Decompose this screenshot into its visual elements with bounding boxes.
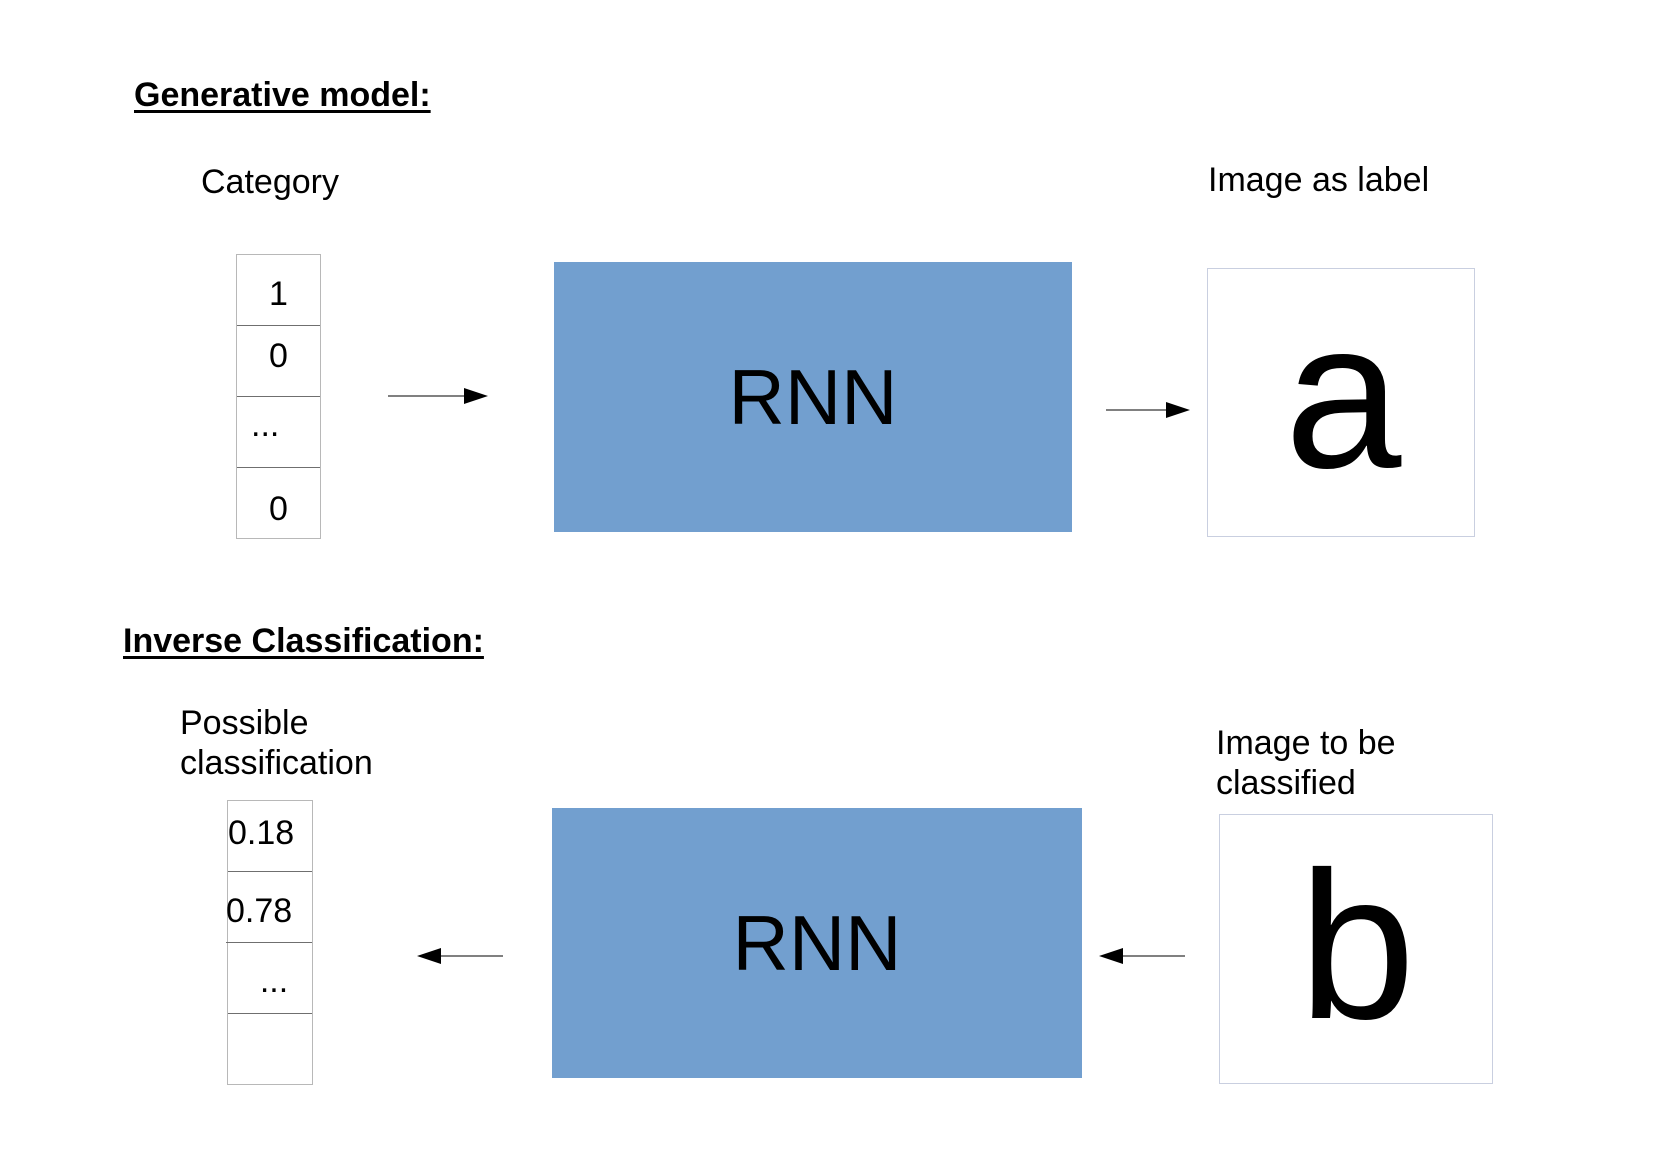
possible-classification-label: Possible classification — [180, 703, 373, 783]
vector-cell — [228, 1014, 312, 1085]
vector-cell: 0.18 — [228, 801, 312, 872]
caption-line: classification — [180, 744, 373, 782]
rnn-block-inverse: RNN — [552, 808, 1082, 1078]
rnn-label: RNN — [728, 352, 898, 441]
vector-cell: ... — [237, 397, 320, 468]
vector-cell: 0.78 — [226, 872, 312, 943]
category-vector: 1 0 ... 0 — [236, 254, 321, 539]
classification-vector: 0.18 0.78 ... — [226, 800, 313, 1085]
inverse-heading: Inverse Classification: — [123, 622, 484, 660]
rnn-block-generative: RNN — [554, 262, 1072, 532]
arrow-right-icon — [1106, 402, 1190, 418]
output-glyph: a — [1284, 276, 1402, 512]
rnn-label: RNN — [732, 898, 902, 987]
image-as-label-caption: Image as label — [1208, 161, 1430, 199]
input-image-box: b — [1219, 814, 1493, 1084]
category-label: Category — [201, 163, 339, 201]
input-glyph: b — [1298, 828, 1416, 1063]
vector-cell: 0 — [237, 326, 320, 397]
output-image-box: a — [1207, 268, 1475, 537]
image-to-be-classified-label: Image to be classified — [1216, 723, 1396, 803]
arrow-right-icon — [388, 388, 488, 404]
vector-cell: ... — [228, 943, 312, 1014]
caption-line: classified — [1216, 764, 1356, 802]
vector-cell: 1 — [237, 255, 320, 326]
arrow-left-icon — [1099, 948, 1185, 964]
arrow-left-icon — [417, 948, 503, 964]
vector-cell: 0 — [237, 468, 320, 539]
generative-heading: Generative model: — [134, 76, 431, 114]
caption-line: Possible — [180, 704, 309, 742]
caption-line: Image to be — [1216, 724, 1396, 762]
